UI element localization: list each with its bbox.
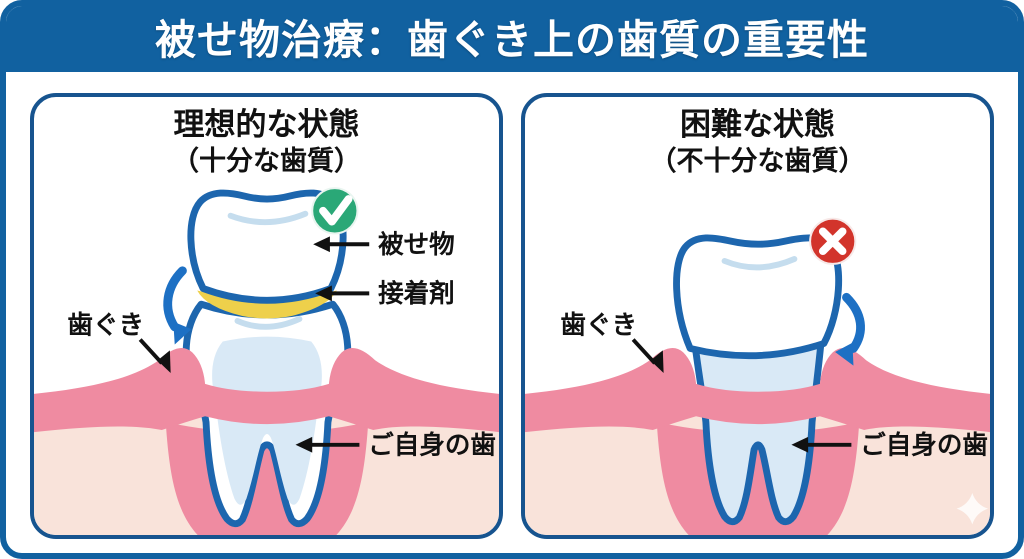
panel-difficult-state: 困難な状態 （不十分な歯質） [521, 93, 994, 539]
label-gum: 歯ぐき [560, 312, 637, 340]
check-icon [311, 187, 359, 235]
sparkle-icon [956, 492, 989, 525]
panel-difficult-heading: 困難な状態 [680, 107, 835, 142]
gum-shape [34, 347, 499, 433]
cross-icon [809, 217, 857, 265]
placement-arrow-icon [163, 266, 192, 345]
ideal-tooth-illustration: 被せ物 接着剤 歯ぐき ご自身の歯 [34, 187, 499, 535]
label-gum: 歯ぐき [67, 312, 144, 340]
crown-highlight [721, 256, 798, 271]
tooth-highlight [234, 316, 303, 330]
label-arrowheads [650, 350, 809, 453]
panel-ideal-state: 理想的な状態 （十分な歯質） [30, 93, 503, 539]
panel-difficult-subheading: （不十分な歯質） [649, 146, 866, 176]
label-crown: 被せ物 [378, 231, 455, 259]
panel-ideal-heading: 理想的な状態 [173, 107, 360, 142]
label-arrows [631, 338, 852, 447]
title-bar: 被せ物治療：歯ぐき上の歯質の重要性 [6, 6, 1018, 72]
panel-ideal-subheading: （十分な歯質） [172, 146, 361, 176]
page-title: 被せ物治療：歯ぐき上の歯質の重要性 [155, 17, 869, 63]
natural-tooth-shape [691, 340, 825, 526]
label-own-tooth: ご自身の歯 [860, 431, 988, 460]
gum-shape [525, 347, 990, 433]
crown-highlight [227, 210, 309, 226]
label-arrows [138, 242, 370, 447]
label-arrowheads [157, 236, 332, 453]
label-own-tooth: ご自身の歯 [368, 431, 496, 460]
label-adhesive: 接着剤 [378, 279, 455, 308]
difficult-tooth-illustration: 歯ぐき ご自身の歯 [525, 217, 990, 535]
placement-arrow-icon [835, 292, 865, 366]
crown-shape [187, 189, 347, 304]
crown-shape [673, 234, 843, 360]
